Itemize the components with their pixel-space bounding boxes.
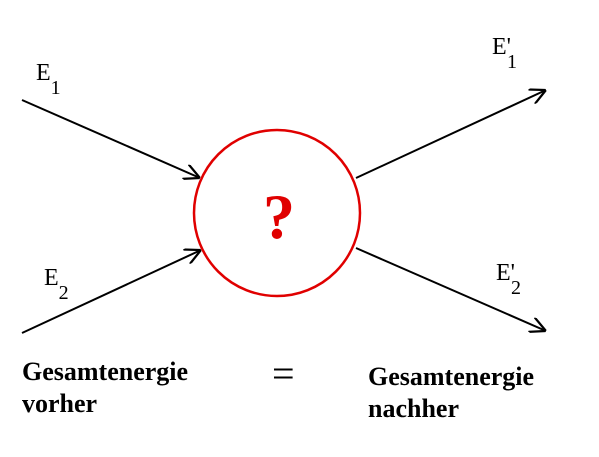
equals-sign: =: [272, 351, 295, 396]
caption-before-line1: Gesamtenergie: [22, 357, 189, 386]
outgoing-arrow-2: [355, 247, 546, 331]
label-e1-prime: E'1: [492, 34, 517, 73]
caption-after-line1: Gesamtenergie: [368, 362, 535, 391]
interaction-circle: [192, 128, 362, 298]
label-e2: E2: [44, 265, 69, 304]
caption-before: Gesamtenergie vorher: [22, 356, 188, 420]
label-e2-prime: E'2: [496, 260, 521, 299]
outgoing-arrow-1: [355, 90, 546, 179]
caption-before-line2: vorher: [22, 389, 98, 418]
incoming-arrow-2: [21, 250, 201, 334]
label-e1: E1: [36, 60, 61, 99]
caption-after-line2: nachher: [368, 394, 459, 423]
incoming-arrow-1: [21, 99, 200, 178]
question-mark: ?: [263, 181, 295, 252]
caption-after: Gesamtenergie nachher: [368, 361, 534, 425]
